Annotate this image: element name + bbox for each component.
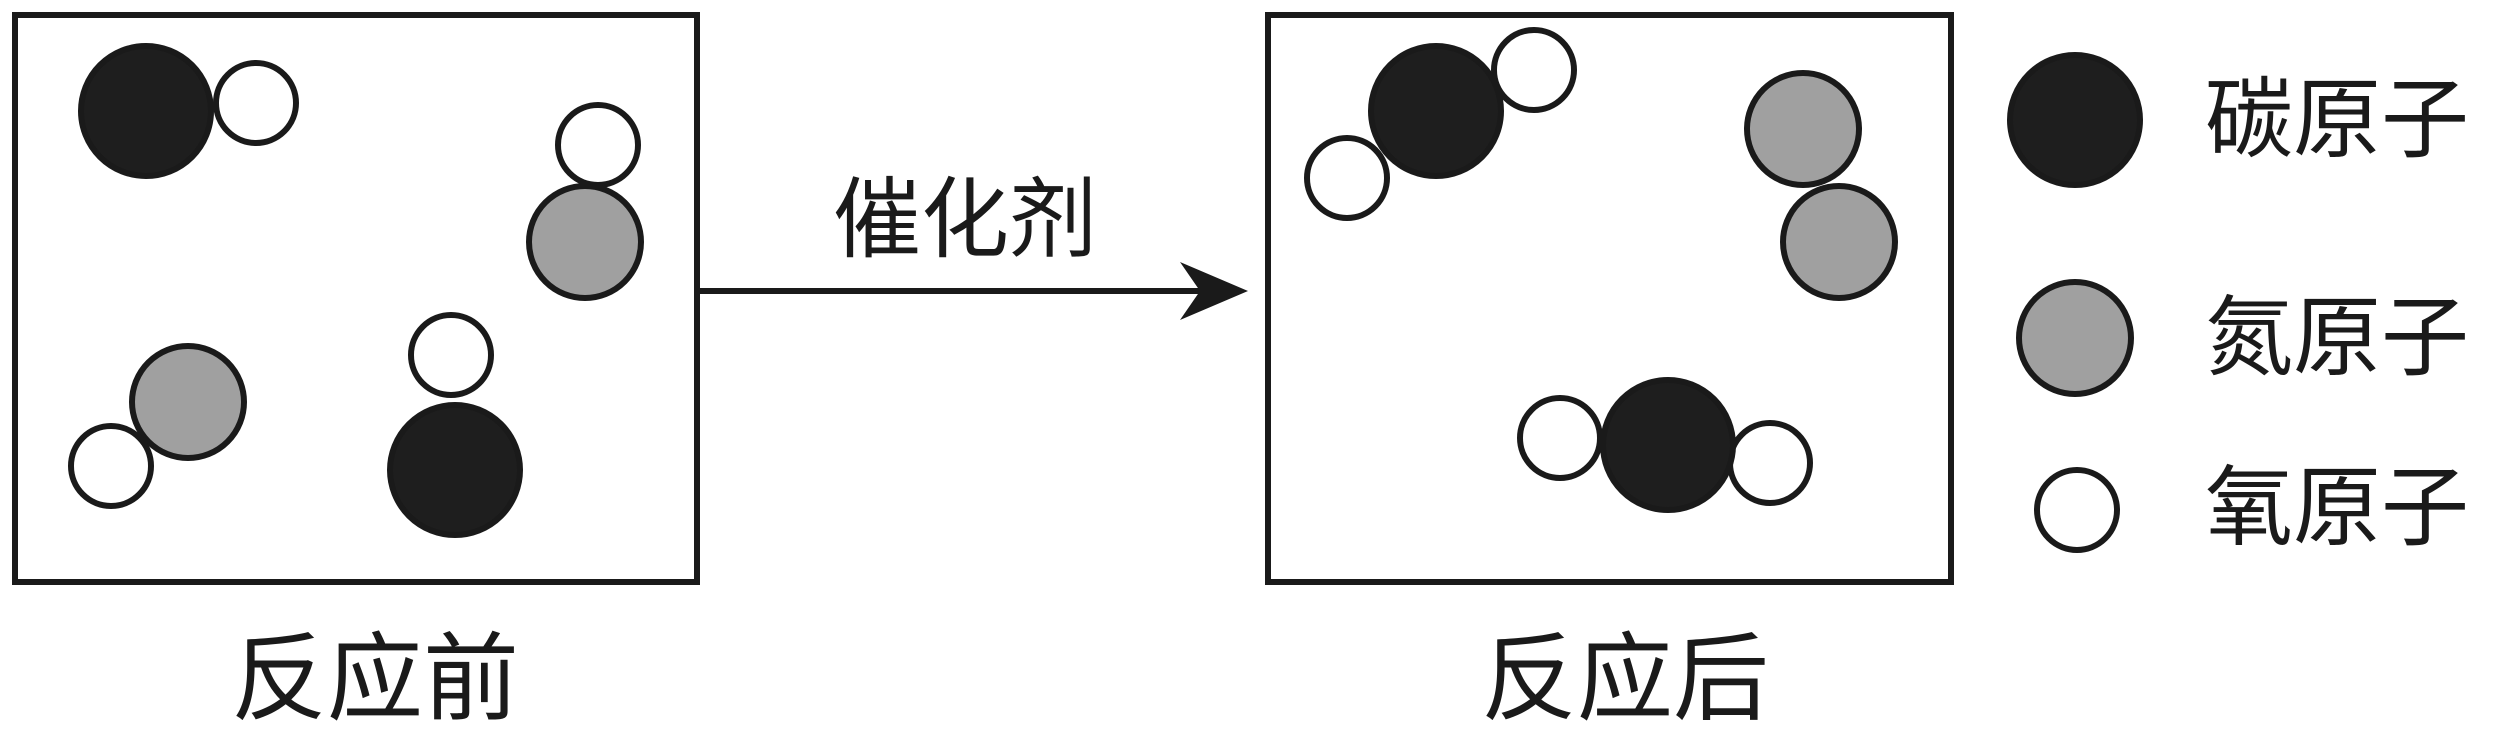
carbon-atom [1600, 377, 1736, 513]
reaction-arrow [697, 262, 1248, 320]
legend-carbon-swatch [2007, 52, 2143, 188]
carbon-atom [78, 43, 214, 179]
oxygen-atom [213, 60, 299, 146]
legend: 碳原子 氮原子 氧原子 [2007, 52, 2469, 559]
carbon-atom [387, 402, 523, 538]
before-reaction-panel [12, 12, 700, 585]
after-label: 反应后 [1481, 623, 1769, 735]
oxygen-atom [1491, 27, 1577, 113]
oxygen-atom [408, 312, 494, 398]
oxygen-atom [555, 102, 641, 188]
legend-nitrogen-label: 氮原子 [2205, 286, 2469, 389]
n2-molecule [1744, 70, 1898, 301]
nitrogen-atom [526, 183, 644, 301]
carbon-atom [1368, 43, 1504, 179]
legend-carbon-label: 碳原子 [2205, 68, 2469, 171]
no-molecule [68, 343, 247, 509]
nitrogen-atom [129, 343, 247, 461]
oxygen-atom [1304, 135, 1390, 221]
before-label: 反应前 [231, 623, 519, 735]
no-molecule [526, 102, 644, 301]
legend-oxygen-swatch [2034, 467, 2120, 553]
legend-oxygen-label: 氧原子 [2205, 456, 2469, 559]
legend-nitrogen-swatch [2016, 279, 2134, 397]
co-molecule [78, 43, 299, 179]
after-reaction-panel [1265, 12, 1954, 585]
co2-molecule [1304, 27, 1577, 221]
nitrogen-atom [1780, 183, 1898, 301]
oxygen-atom [1727, 420, 1813, 506]
catalyst-label: 催化剂 [833, 168, 1097, 271]
oxygen-atom [1517, 395, 1603, 481]
nitrogen-atom [1744, 70, 1862, 188]
co-molecule [387, 312, 523, 538]
co2-molecule [1517, 377, 1813, 513]
oxygen-atom [68, 423, 154, 509]
